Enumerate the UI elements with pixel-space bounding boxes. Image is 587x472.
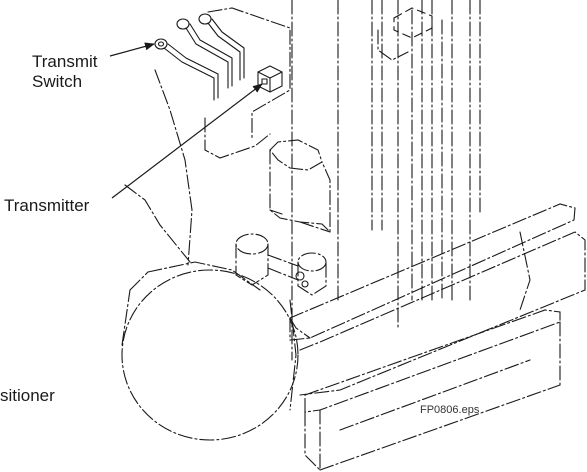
transmitter-label: Transmitter (4, 196, 90, 215)
dash-panel (124, 7, 291, 266)
transmitter-leader (111, 83, 263, 199)
control-levers (154, 13, 245, 101)
mast (291, 0, 481, 361)
transmit-switch-leader (109, 42, 155, 57)
transmit-switch-label-line2: Switch (32, 71, 83, 91)
fork-upper (289, 203, 586, 396)
file-name-label: FP0806.eps (420, 404, 480, 416)
transmit-switch-label-line1: Transmit (32, 52, 98, 71)
transmitter-box (257, 65, 283, 93)
transmit-switch-label: Transmit Switch (32, 52, 98, 91)
positioner-label: sitioner (0, 386, 55, 405)
wheel (121, 261, 299, 441)
fork-lower (304, 309, 561, 471)
carriage-bracket (269, 139, 331, 234)
cylinder-ends (235, 233, 327, 296)
